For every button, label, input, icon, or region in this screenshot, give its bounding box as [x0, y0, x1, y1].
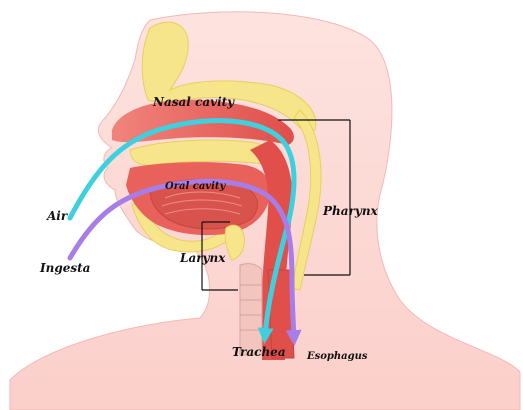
- trachea: [240, 264, 262, 355]
- ingesta-label: Ingesta: [40, 262, 90, 274]
- oral-cavity-label: Oral cavity: [165, 182, 225, 192]
- pharynx-label: Pharynx: [323, 205, 378, 217]
- trachea-label: Trachea: [232, 346, 286, 358]
- esophagus-label: Esophagus: [307, 352, 368, 362]
- air-label: Air: [47, 210, 67, 222]
- nasal-cavity-label: Nasal cavity: [153, 96, 234, 108]
- larynx-label: Larynx: [180, 252, 225, 264]
